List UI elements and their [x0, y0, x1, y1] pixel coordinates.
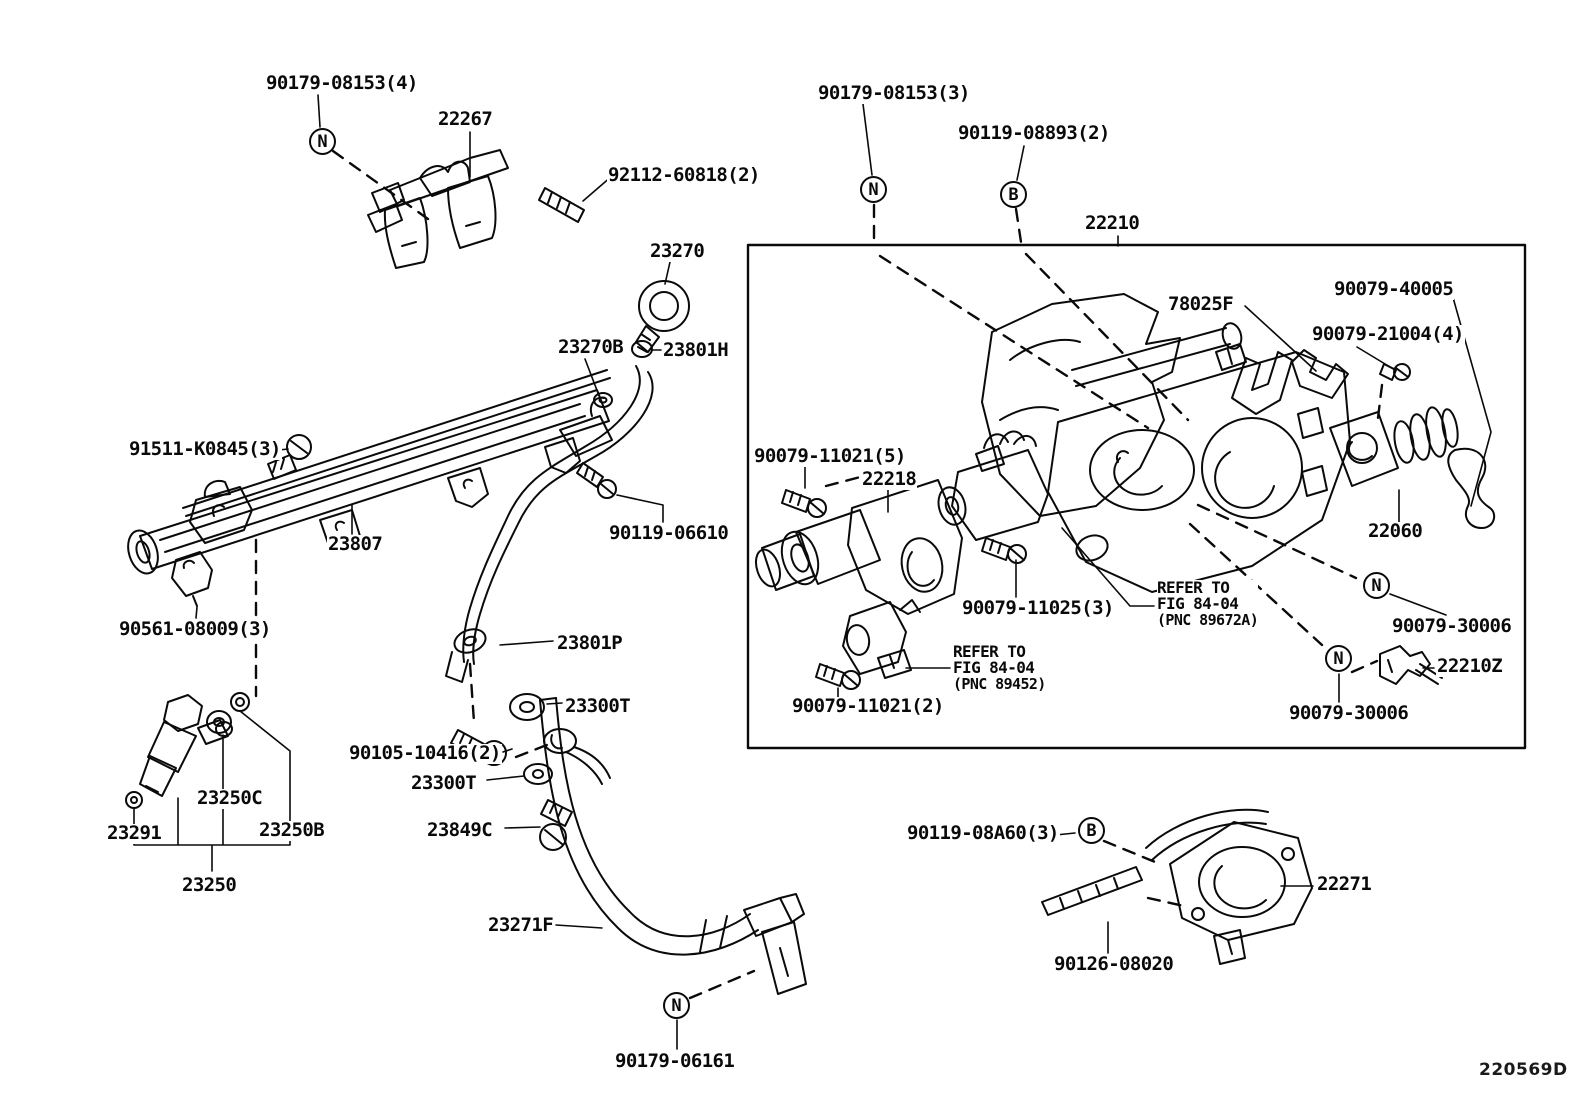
- callout-91511-K0845-3[interactable]: 91511-K0845(3): [128, 438, 282, 460]
- dashed-assembly-lines: [254, 149, 1384, 1000]
- stud-92112-drawing: [538, 187, 585, 223]
- callout-90179-06161[interactable]: 90179-06161: [614, 1050, 736, 1072]
- marker-letter: N: [317, 131, 328, 152]
- callout-90119-06610[interactable]: 90119-06610: [608, 522, 730, 544]
- refer-note-line: REFER TO: [1157, 578, 1230, 597]
- callout-23300T-upper[interactable]: 23300T: [564, 695, 632, 717]
- nut-marker-top-left: N: [309, 128, 336, 155]
- callout-23270[interactable]: 23270: [649, 240, 706, 262]
- nut-marker-hose-bracket: N: [663, 992, 690, 1019]
- nut-marker-right-lower: N: [1325, 645, 1352, 672]
- callout-23801H[interactable]: 23801H: [662, 339, 730, 361]
- marker-letter: N: [1371, 575, 1382, 596]
- marker-letter: B: [1008, 184, 1019, 205]
- callout-90105-10416-2[interactable]: 90105-10416(2): [348, 742, 502, 764]
- callout-22210Z[interactable]: 22210Z: [1436, 655, 1504, 677]
- callout-92112-60818-2[interactable]: 92112-60818(2): [607, 164, 761, 186]
- refer-note-fig84-04-left: REFER TO FIG 84-04 (PNC 89452): [953, 644, 1046, 692]
- callout-90126-08020[interactable]: 90126-08020: [1053, 953, 1175, 975]
- callout-22218[interactable]: 22218: [861, 468, 918, 490]
- callout-90119-08893-2[interactable]: 90119-08893(2): [957, 122, 1111, 144]
- nut-marker-right-upper: N: [1363, 572, 1390, 599]
- callout-90179-08153-4[interactable]: 90179-08153(4): [265, 72, 419, 94]
- callout-90079-21004-4[interactable]: 90079-21004(4): [1311, 323, 1465, 345]
- callout-90561-08009-3[interactable]: 90561-08009(3): [118, 618, 272, 640]
- pipe-hose-drawing: [445, 365, 807, 995]
- refer-note-fig84-04-right: REFER TO FIG 84-04 (PNC 89672A): [1157, 578, 1259, 629]
- refer-note-line: FIG 84-04: [953, 658, 1035, 677]
- bolt-marker-box-top: B: [1000, 181, 1027, 208]
- marker-letter: N: [671, 995, 682, 1016]
- callout-90079-30006-upper[interactable]: 90079-30006: [1391, 615, 1513, 637]
- nut-marker-box-left: N: [860, 176, 887, 203]
- callout-22210[interactable]: 22210: [1084, 212, 1141, 234]
- callout-23300T-lower[interactable]: 23300T: [410, 772, 478, 794]
- callout-23291[interactable]: 23291: [106, 822, 163, 844]
- callout-22271[interactable]: 22271: [1316, 873, 1373, 895]
- refer-note-pnc: (PNC 89452): [953, 675, 1046, 693]
- callout-90079-11021-5[interactable]: 90079-11021(5): [753, 445, 907, 467]
- callout-90119-08A60-3[interactable]: 90119-08A60(3): [906, 822, 1060, 844]
- throttle-body-drawing: [755, 293, 1496, 690]
- assembly-box-outline: [746, 243, 1527, 750]
- refer-note-line: REFER TO: [953, 642, 1026, 661]
- rail-fasteners-drawing: [171, 434, 617, 607]
- callout-22060[interactable]: 22060: [1367, 520, 1424, 542]
- callout-90079-30006-lower[interactable]: 90079-30006: [1288, 702, 1410, 724]
- callout-90079-40005[interactable]: 90079-40005: [1333, 278, 1455, 300]
- callout-22267[interactable]: 22267: [437, 108, 494, 130]
- callout-23250C[interactable]: 23250C: [196, 787, 264, 809]
- refer-note-pnc: (PNC 89672A): [1157, 611, 1259, 629]
- callout-23271F[interactable]: 23271F: [487, 914, 555, 936]
- refer-note-line: FIG 84-04: [1157, 594, 1239, 613]
- marker-letter: B: [1086, 820, 1097, 841]
- bolt-marker-flange: B: [1078, 817, 1105, 844]
- injector-drawing: [125, 692, 250, 809]
- callout-90179-08153-3[interactable]: 90179-08153(3): [817, 82, 971, 104]
- callout-78025F[interactable]: 78025F: [1167, 293, 1235, 315]
- figure-code: 220569D: [1479, 1060, 1568, 1080]
- callout-23849C[interactable]: 23849C: [426, 819, 494, 841]
- callout-90079-11025-3[interactable]: 90079-11025(3): [961, 597, 1115, 619]
- marker-letter: N: [868, 179, 879, 200]
- fuel-rail-drawing: [127, 369, 613, 575]
- callout-23250[interactable]: 23250: [181, 874, 238, 896]
- bracket-22267-drawing: [367, 149, 509, 269]
- marker-letter: N: [1333, 648, 1344, 669]
- callout-23807[interactable]: 23807: [327, 533, 384, 555]
- callout-23801P[interactable]: 23801P: [556, 632, 624, 654]
- callout-23270B[interactable]: 23270B: [557, 336, 625, 358]
- callout-90079-11021-2[interactable]: 90079-11021(2): [791, 695, 945, 717]
- flange-22271-drawing: [1041, 808, 1313, 965]
- callout-23250B[interactable]: 23250B: [258, 819, 326, 841]
